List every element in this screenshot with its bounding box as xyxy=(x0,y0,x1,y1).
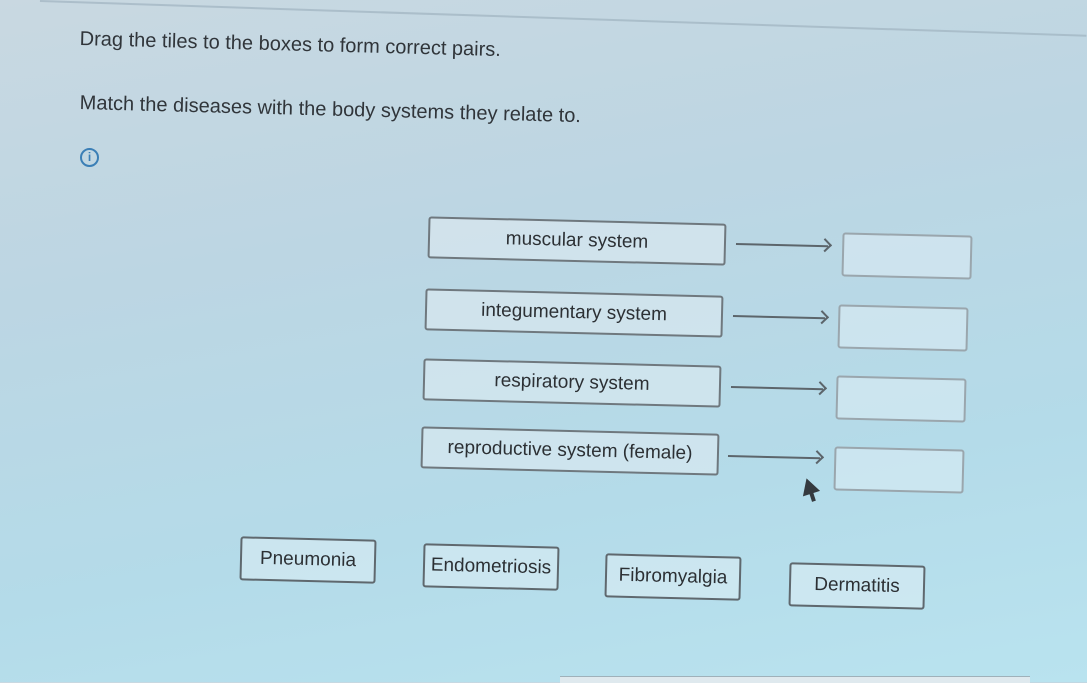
arrowhead-icon xyxy=(817,238,833,253)
arrow-icon xyxy=(727,450,825,465)
arrowhead-icon xyxy=(809,450,825,465)
drop-box-muscular[interactable] xyxy=(841,232,973,280)
system-muscular: muscular system xyxy=(427,216,727,266)
drop-box-integumentary[interactable] xyxy=(837,304,969,352)
system-reproductive-female: reproductive system (female) xyxy=(420,426,720,476)
tile-fibromyalgia[interactable]: Fibromyalgia xyxy=(604,553,742,601)
tile-pneumonia[interactable]: Pneumonia xyxy=(239,536,377,584)
arrowhead-icon xyxy=(814,310,830,325)
system-integumentary: integumentary system xyxy=(424,288,724,338)
bottom-bar xyxy=(560,676,1030,683)
arrow-icon xyxy=(730,381,828,396)
instruction-match: Match the diseases with the body systems… xyxy=(79,92,582,128)
drop-box-respiratory[interactable] xyxy=(835,375,967,423)
arrow-icon xyxy=(735,238,833,253)
arrow-icon xyxy=(732,310,830,325)
arrowhead-icon xyxy=(812,381,828,396)
tile-endometriosis[interactable]: Endometriosis xyxy=(422,543,560,591)
tile-dermatitis[interactable]: Dermatitis xyxy=(788,562,926,610)
mouse-cursor-icon xyxy=(797,475,821,497)
system-respiratory: respiratory system xyxy=(422,358,722,408)
info-icon[interactable]: i xyxy=(80,148,99,167)
drop-box-reproductive[interactable] xyxy=(833,446,965,494)
instruction-drag: Drag the tiles to the boxes to form corr… xyxy=(79,28,502,62)
